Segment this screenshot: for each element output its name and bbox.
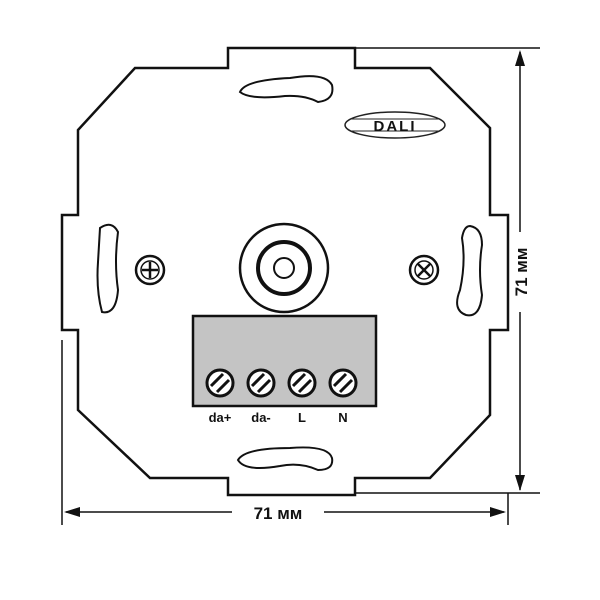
height-dimension-label: 71 мм bbox=[512, 248, 531, 297]
mounting-slot-right bbox=[456, 224, 484, 317]
terminal-label: da+ bbox=[209, 410, 232, 425]
svg-text:DALI: DALI bbox=[374, 118, 417, 135]
rotary-shaft bbox=[238, 222, 330, 314]
width-dimension-label: 71 мм bbox=[254, 504, 303, 523]
mounting-slot-left bbox=[96, 223, 120, 314]
terminal-label: L bbox=[298, 410, 306, 425]
terminal-label: N bbox=[338, 410, 347, 425]
terminal-screw-2 bbox=[287, 368, 317, 398]
mounting-slot-top bbox=[238, 75, 334, 104]
dali-logo: DALI bbox=[344, 111, 446, 139]
screw-cross-icon bbox=[408, 254, 440, 286]
terminal-screw-1 bbox=[246, 368, 276, 398]
terminal-label: da- bbox=[251, 410, 271, 425]
terminal-screw-3 bbox=[328, 368, 358, 398]
mounting-slot-bottom bbox=[236, 446, 334, 472]
terminal-screw-0 bbox=[205, 368, 235, 398]
dimension-arrows bbox=[64, 50, 525, 517]
mounting-plate-outline bbox=[60, 46, 510, 497]
screw-plus-icon bbox=[134, 254, 166, 286]
